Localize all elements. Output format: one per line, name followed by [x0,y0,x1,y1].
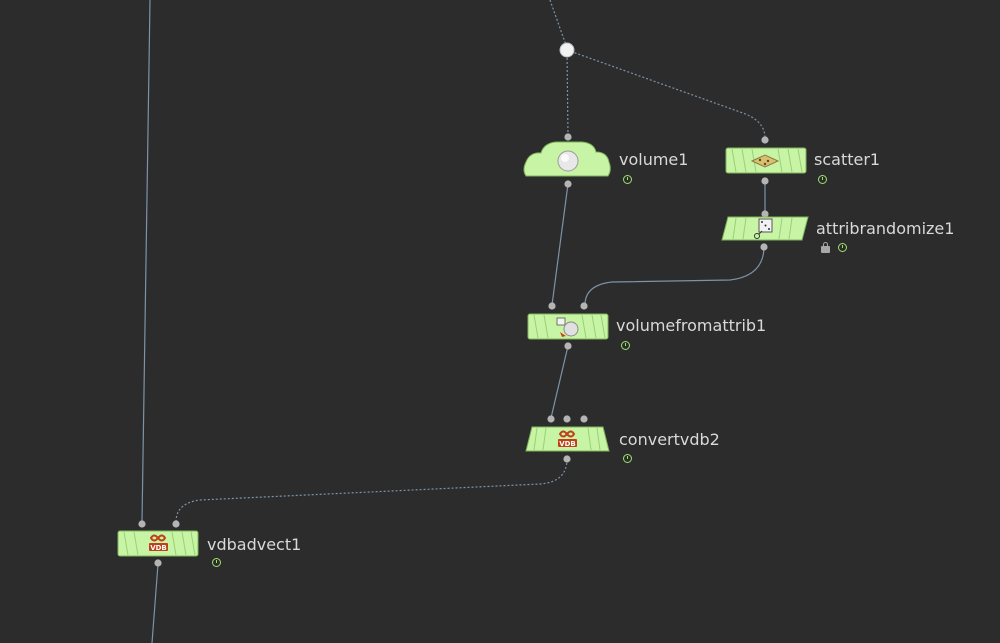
wire-top-input[interactable] [549,0,568,49]
node-label-convertvdb2[interactable]: convertvdb2 [619,430,720,449]
wire-convertvdb-vdbadvect[interactable] [175,458,568,523]
wire-vdbadvect-output[interactable] [151,563,159,643]
volume-output-port [564,180,572,188]
scatter-points-icon [750,154,780,168]
node-vdbadvect1[interactable]: VDB [117,530,199,557]
display-flag-icon[interactable] [818,175,827,184]
vdbadvect-input2-port [172,520,180,528]
node-label-attribrandomize1[interactable]: attribrandomize1 [816,219,955,238]
node-convertvdb2[interactable]: VDB [525,426,610,452]
volumefromattrib-output-port [564,342,572,350]
node-label-volumefromattrib1[interactable]: volumefromattrib1 [616,316,767,335]
display-flag-icon[interactable] [212,558,221,567]
vdb-icon: VDB [558,430,577,448]
node-label-scatter1[interactable]: scatter1 [814,150,881,169]
volumefromattrib-input1-port [548,302,556,310]
wire-dot-volume[interactable] [566,49,569,137]
display-flag-icon[interactable] [838,243,847,252]
convertvdb-input2-port [563,415,571,423]
scatter-output-port [761,177,769,185]
node-scatter1[interactable] [725,147,807,174]
svg-text:VDB: VDB [559,440,576,448]
attribrandomize-output-port [760,243,768,251]
ports[interactable] [138,133,769,567]
display-flag-icon[interactable] [621,341,630,350]
vdbadvect-input1-port [138,520,146,528]
svg-text:VDB: VDB [150,544,167,552]
vdbadvect-output-port [154,559,162,567]
wire-dot-scatter[interactable] [566,49,766,139]
wire-left-input[interactable] [141,0,151,523]
node-attribrandomize1[interactable] [721,216,809,241]
display-flag-icon[interactable] [623,454,632,463]
convertvdb-input3-port [580,415,588,423]
node-label-vdbadvect1[interactable]: vdbadvect1 [207,535,302,554]
wire-attribrandomize-volumefromattrib[interactable] [584,247,765,306]
attribrandomize-input-port [761,210,769,218]
wire-dot[interactable] [559,42,575,58]
node-volumefromattrib1[interactable] [527,313,609,340]
wire-volumefromattrib-convertvdb[interactable] [550,345,569,419]
wire-volume-volumefromattrib[interactable] [551,183,569,306]
display-flag-icon[interactable] [623,175,632,184]
convertvdb-input1-port [547,415,555,423]
lock-icon[interactable] [821,242,830,253]
convertvdb-output-port [563,455,571,463]
node-volume1[interactable] [523,141,611,177]
volumefromattrib-input2-port [580,302,588,310]
vdb-icon: VDB [149,534,168,552]
node-label-volume1[interactable]: volume1 [619,150,689,169]
dice-icon [754,218,773,239]
volume-from-attrib-icon [556,317,579,337]
volume-input-port [564,133,572,141]
cloud-sphere-icon [557,150,579,172]
scatter-input-port [761,136,769,144]
